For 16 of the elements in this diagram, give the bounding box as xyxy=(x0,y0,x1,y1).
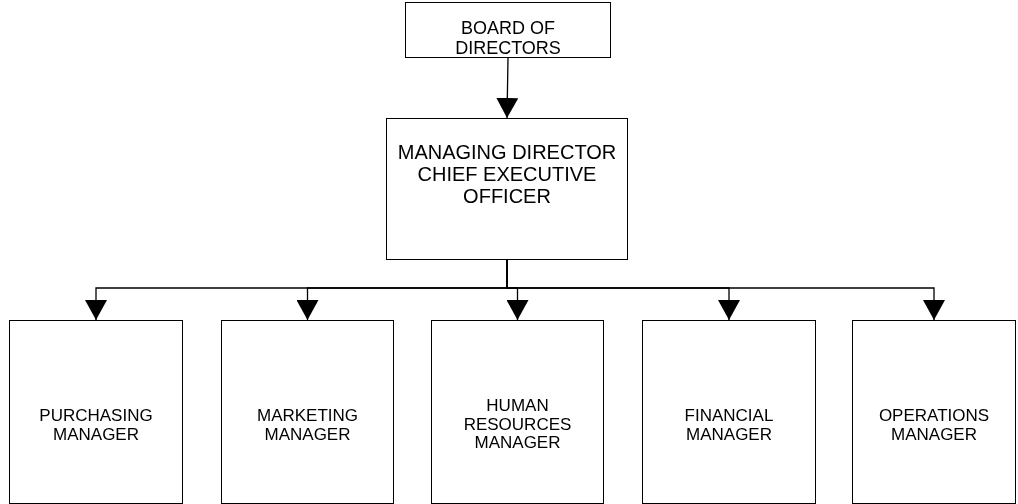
role-title: MANAGING DIRECTOR xyxy=(397,141,617,163)
role-title: HUMAN RESOURCES MANAGER xyxy=(462,397,573,454)
org-box xyxy=(405,2,611,58)
role-title: BOARD OF DIRECTORS xyxy=(454,19,562,59)
org-box xyxy=(386,118,628,260)
role-title: PURCHASING MANAGER xyxy=(38,407,154,445)
org-box xyxy=(642,320,816,504)
role-title: FINANCIAL MANAGER xyxy=(683,407,775,445)
org-box xyxy=(221,320,394,504)
role-title: OPERATIONS MANAGER xyxy=(877,407,991,445)
org-box xyxy=(431,320,604,504)
role-title: CHIEF EXECUTIVE OFFICER xyxy=(416,163,598,207)
org-box xyxy=(852,320,1016,504)
arrow xyxy=(496,57,519,119)
role-title: MARKETING MANAGER xyxy=(255,407,360,445)
org-box xyxy=(9,320,183,504)
